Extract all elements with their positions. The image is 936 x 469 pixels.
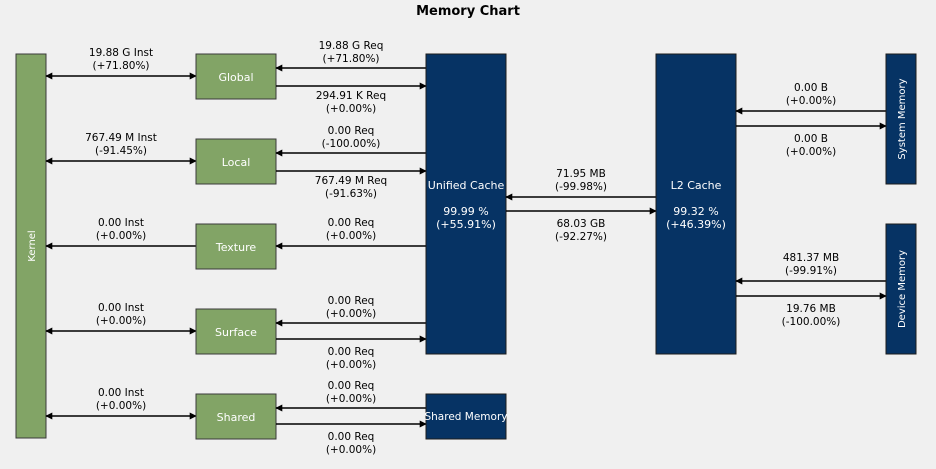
shared-memory-label: Shared Memory	[424, 411, 507, 423]
global-out-value: 294.91 K Req	[316, 90, 386, 102]
kernel-local-value: 767.49 M Inst	[85, 132, 157, 144]
l2-to-devmem-value: 19.76 MB	[786, 303, 836, 315]
l2-cache-pct: 99.32 %	[673, 205, 718, 218]
kernel-label: Kernel	[27, 230, 38, 261]
shared-in-value: 0.00 Req	[328, 380, 375, 392]
shared-memory-node[interactable]: Shared Memory	[424, 393, 508, 440]
texture-in-value: 0.00 Req	[328, 217, 375, 229]
shared-out-delta: (+0.00%)	[326, 444, 376, 456]
kernel-surface-value: 0.00 Inst	[98, 302, 144, 314]
unified-to-l2-value: 68.03 GB	[557, 218, 606, 230]
sysmem-to-l2-delta: (+0.00%)	[786, 95, 836, 107]
l2-to-sysmem-value: 0.00 B	[794, 133, 828, 145]
surface-out-delta: (+0.00%)	[326, 359, 376, 371]
kernel-texture-delta: (+0.00%)	[96, 230, 146, 242]
local-in-delta: (-100.00%)	[322, 138, 381, 150]
chart-title: Memory Chart	[416, 4, 520, 19]
local-node[interactable]: Local	[195, 138, 277, 185]
l2-to-unified-delta: (-99.98%)	[555, 181, 607, 193]
texture-node[interactable]: Texture	[195, 223, 277, 270]
unified-cache-node[interactable]: Unified Cache 99.99 % (+55.91%)	[425, 53, 507, 355]
global-label: Global	[218, 71, 253, 84]
device-memory-node[interactable]: Device Memory	[885, 223, 917, 355]
kernel-local-delta: (-91.45%)	[95, 145, 147, 157]
shared-label: Shared	[217, 411, 256, 424]
kernel-surface-delta: (+0.00%)	[96, 315, 146, 327]
l2-to-unified-value: 71.95 MB	[556, 168, 606, 180]
kernel-global-delta: (+71.80%)	[92, 60, 149, 72]
l2-cache-node[interactable]: L2 Cache 99.32 % (+46.39%)	[655, 53, 737, 355]
surface-node[interactable]: Surface	[195, 308, 277, 355]
surface-out-value: 0.00 Req	[328, 346, 375, 358]
shared-node[interactable]: Shared	[195, 393, 277, 440]
unified-cache-label: Unified Cache	[428, 179, 505, 192]
l2-to-sysmem-delta: (+0.00%)	[786, 146, 836, 158]
shared-in-delta: (+0.00%)	[326, 393, 376, 405]
unified-cache-pct: 99.99 %	[443, 205, 488, 218]
system-memory-label: System Memory	[897, 78, 908, 159]
global-node[interactable]: Global	[195, 53, 277, 100]
global-in-value: 19.88 G Req	[319, 40, 384, 52]
unified-to-l2-delta: (-92.27%)	[555, 231, 607, 243]
kernel-shared-value: 0.00 Inst	[98, 387, 144, 399]
local-out-delta: (-91.63%)	[325, 188, 377, 200]
surface-in-value: 0.00 Req	[328, 295, 375, 307]
texture-label: Texture	[215, 241, 256, 254]
l2-cache-delta: (+46.39%)	[666, 218, 726, 231]
local-in-value: 0.00 Req	[328, 125, 375, 137]
l2-cache-label: L2 Cache	[671, 179, 722, 192]
kernel-node[interactable]: Kernel	[15, 53, 47, 439]
kernel-shared-delta: (+0.00%)	[96, 400, 146, 412]
local-out-value: 767.49 M Req	[315, 175, 387, 187]
l2-to-devmem-delta: (-100.00%)	[782, 316, 841, 328]
kernel-texture-value: 0.00 Inst	[98, 217, 144, 229]
global-in-delta: (+71.80%)	[322, 53, 379, 65]
system-memory-node[interactable]: System Memory	[885, 53, 917, 185]
local-label: Local	[222, 156, 251, 169]
surface-in-delta: (+0.00%)	[326, 308, 376, 320]
global-out-delta: (+0.00%)	[326, 103, 376, 115]
devmem-to-l2-value: 481.37 MB	[783, 252, 839, 264]
sysmem-to-l2-value: 0.00 B	[794, 82, 828, 94]
device-memory-label: Device Memory	[897, 250, 908, 328]
shared-out-value: 0.00 Req	[328, 431, 375, 443]
surface-label: Surface	[215, 326, 257, 339]
devmem-to-l2-delta: (-99.91%)	[785, 265, 837, 277]
kernel-global-value: 19.88 G Inst	[89, 47, 153, 59]
texture-in-delta: (+0.00%)	[326, 230, 376, 242]
unified-cache-delta: (+55.91%)	[436, 218, 496, 231]
